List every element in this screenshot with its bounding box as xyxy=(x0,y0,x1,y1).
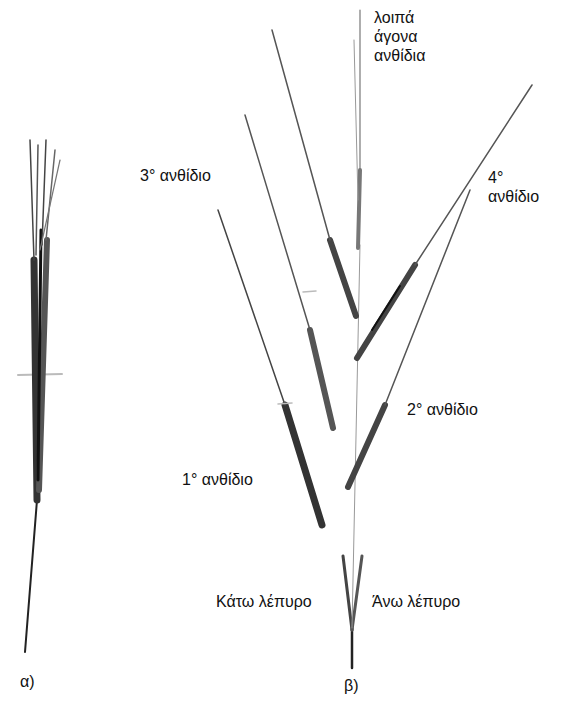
floret-2-body xyxy=(348,405,385,487)
stalk xyxy=(25,500,37,652)
spikelet-b xyxy=(218,10,532,668)
lower-glume xyxy=(343,556,352,630)
part-label: 3° ανθίδιο xyxy=(138,166,213,185)
sterile-awn xyxy=(359,10,360,170)
floret-5-awn xyxy=(272,30,330,240)
spikelet-a xyxy=(18,140,62,652)
part-label: α) xyxy=(18,672,37,691)
sterile-florets xyxy=(358,170,360,248)
awn xyxy=(46,150,55,240)
hair-tick xyxy=(278,403,292,404)
floret-body xyxy=(38,230,41,480)
part-label: Άνω λέπυρο xyxy=(370,592,462,611)
part-label: Κάτω λέπυρο xyxy=(214,592,314,611)
floret-4-grain xyxy=(372,286,400,330)
floret-5-body xyxy=(330,240,356,316)
part-label: β) xyxy=(342,676,361,695)
sterile-awn xyxy=(354,40,358,200)
floret-1-body xyxy=(285,405,322,525)
floret-3-body xyxy=(310,330,333,428)
awn xyxy=(36,145,38,255)
floret-4-body xyxy=(357,265,415,358)
part-label: 4° ανθίδιο xyxy=(486,168,556,206)
awn xyxy=(30,140,34,260)
hair-tick xyxy=(303,291,316,292)
floret-3-awn xyxy=(245,115,310,330)
awn xyxy=(40,160,60,250)
floret-body xyxy=(34,260,37,500)
part-label: 2° ανθίδιο xyxy=(405,400,480,419)
floret-1-awn xyxy=(218,210,285,405)
stalk xyxy=(351,628,354,668)
part-label: 1° ανθίδιο xyxy=(180,470,255,489)
part-label: λοιπά άγονα ανθίδια xyxy=(372,8,461,66)
